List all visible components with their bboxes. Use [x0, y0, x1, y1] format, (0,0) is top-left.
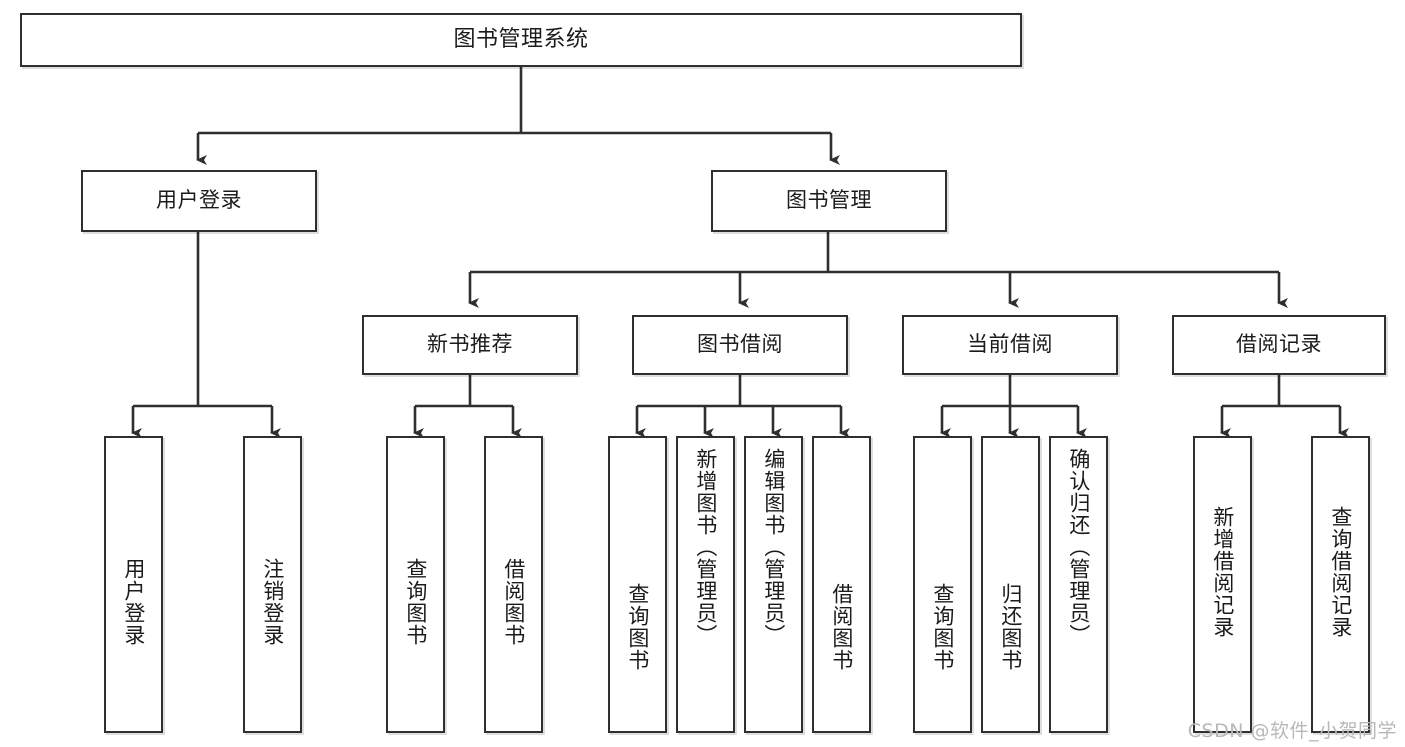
node-label: 查询图书	[930, 583, 955, 671]
node-label: 查询借阅记录	[1328, 506, 1353, 638]
node-user-login[interactable]: 用户登录	[81, 170, 317, 232]
node-label: 借阅图书	[829, 583, 854, 671]
node-book-borrow[interactable]: 图书借阅	[632, 315, 848, 375]
leaf-borrow-record-query[interactable]: 查询借阅记录	[1311, 436, 1370, 733]
leaf-book-borrow-borrow[interactable]: 借阅图书	[812, 436, 871, 733]
leaf-new-book-query[interactable]: 查询图书	[386, 436, 445, 733]
node-label: 图书借阅	[697, 332, 783, 357]
leaf-book-borrow-edit[interactable]: 编辑图书（管理员）	[744, 436, 803, 733]
node-label: 确认归还（管理员）	[1066, 448, 1091, 646]
node-label: 注销登录	[260, 558, 285, 646]
node-label: 借阅图书	[501, 558, 526, 646]
node-borrow-records[interactable]: 借阅记录	[1172, 315, 1386, 375]
leaf-user-login-logout[interactable]: 注销登录	[243, 436, 302, 733]
node-label: 借阅记录	[1236, 332, 1322, 357]
node-book-management[interactable]: 图书管理	[711, 170, 947, 232]
csdn-watermark: CSDN @软件_小贺同学	[1187, 720, 1397, 742]
node-label: 编辑图书（管理员）	[761, 448, 786, 646]
node-current-borrow[interactable]: 当前借阅	[902, 315, 1118, 375]
leaf-book-borrow-query[interactable]: 查询图书	[608, 436, 667, 733]
node-label: 用户登录	[121, 558, 146, 646]
leaf-book-borrow-add[interactable]: 新增图书（管理员）	[676, 436, 735, 733]
leaf-current-borrow-return[interactable]: 归还图书	[981, 436, 1040, 733]
node-label: 归还图书	[998, 583, 1023, 671]
node-label: 新书推荐	[427, 332, 513, 357]
leaf-user-login-login[interactable]: 用户登录	[104, 436, 163, 733]
node-label: 查询图书	[625, 583, 650, 671]
node-label: 用户登录	[156, 188, 242, 213]
node-label: 新增图书（管理员）	[693, 448, 718, 646]
node-label: 查询图书	[403, 558, 428, 646]
node-label: 图书管理	[786, 188, 872, 213]
node-new-book-recommend[interactable]: 新书推荐	[362, 315, 578, 375]
leaf-borrow-record-add[interactable]: 新增借阅记录	[1193, 436, 1252, 733]
leaf-current-borrow-query[interactable]: 查询图书	[913, 436, 972, 733]
node-root-system[interactable]: 图书管理系统	[20, 13, 1022, 67]
node-label: 新增借阅记录	[1210, 506, 1235, 638]
leaf-new-book-borrow[interactable]: 借阅图书	[484, 436, 543, 733]
leaf-current-borrow-confirm-return[interactable]: 确认归还（管理员）	[1049, 436, 1108, 733]
node-label: 当前借阅	[967, 332, 1053, 357]
node-label: 图书管理系统	[453, 26, 589, 52]
